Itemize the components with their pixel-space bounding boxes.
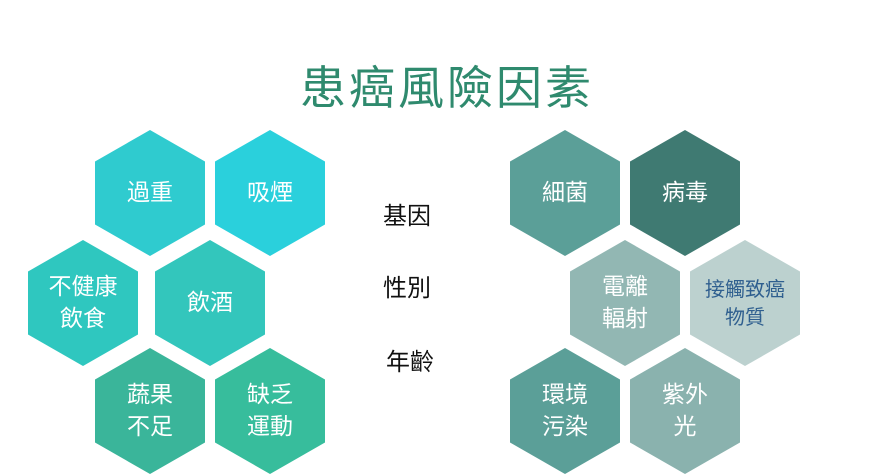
factor-genes: 基因	[383, 202, 431, 230]
hex-lack-of-exercise: 缺乏 運動	[215, 348, 325, 474]
factor-age: 年齡	[386, 348, 434, 376]
hex-label: 電離 輻射	[602, 274, 648, 332]
hex-insufficient-fruit-veg: 蔬果 不足	[95, 348, 205, 474]
hex-alcohol: 飲酒	[155, 240, 265, 366]
hex-ionizing-radiation: 電離 輻射	[570, 240, 680, 366]
hex-environmental-pollution: 環境 污染	[510, 348, 620, 474]
hex-label: 飲酒	[187, 290, 233, 316]
hex-label: 過重	[127, 180, 173, 206]
hex-label: 環境 污染	[542, 382, 588, 440]
page-title: 患癌風險因素	[300, 61, 594, 115]
hex-ultraviolet-light: 紫外 光	[630, 348, 740, 474]
hex-label: 病毒	[662, 180, 708, 206]
factor-gender: 性別	[383, 274, 431, 302]
hex-label: 細菌	[542, 180, 588, 206]
hex-unhealthy-diet: 不健康 飲食	[28, 240, 138, 366]
hex-carcinogen-exposure: 接觸致癌 物質	[690, 240, 800, 366]
hex-label: 蔬果 不足	[127, 382, 173, 440]
hex-virus: 病毒	[630, 130, 740, 256]
hex-smoking: 吸煙	[215, 130, 325, 256]
hex-overweight: 過重	[95, 130, 205, 256]
hex-label: 接觸致癌 物質	[705, 277, 785, 329]
hex-label: 吸煙	[247, 180, 293, 206]
hex-bacteria: 細菌	[510, 130, 620, 256]
hex-label: 不健康 飲食	[48, 274, 118, 332]
hex-label: 缺乏 運動	[247, 382, 293, 440]
hex-label: 紫外 光	[662, 382, 708, 440]
